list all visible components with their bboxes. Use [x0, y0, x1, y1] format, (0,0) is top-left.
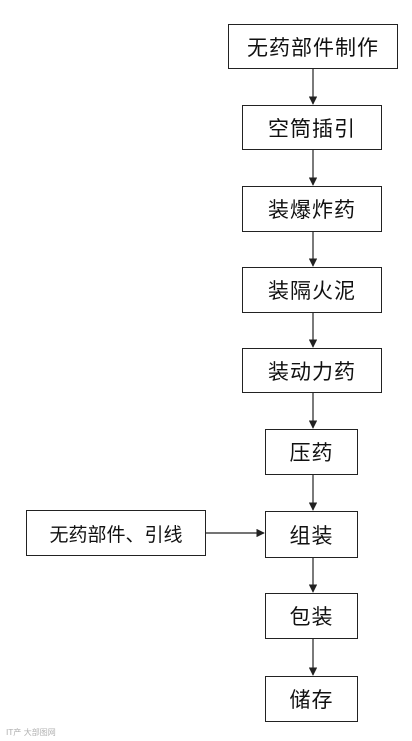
- step-explosive-loading: 装爆炸药: [242, 186, 382, 232]
- step-propellant-loading: 装动力药: [242, 348, 382, 393]
- watermark: IT产 大部图网: [6, 728, 56, 737]
- step-fuse-insertion: 空筒插引: [242, 105, 382, 150]
- side-input-box: 无药部件、引线: [26, 510, 206, 556]
- step-clay-loading: 装隔火泥: [242, 267, 382, 313]
- step-pressing: 压药: [265, 429, 358, 475]
- step-packaging: 包装: [265, 593, 358, 639]
- step-assembly: 组装: [265, 511, 358, 558]
- step-storage: 储存: [265, 676, 358, 722]
- step-component-making: 无药部件制作: [228, 24, 398, 69]
